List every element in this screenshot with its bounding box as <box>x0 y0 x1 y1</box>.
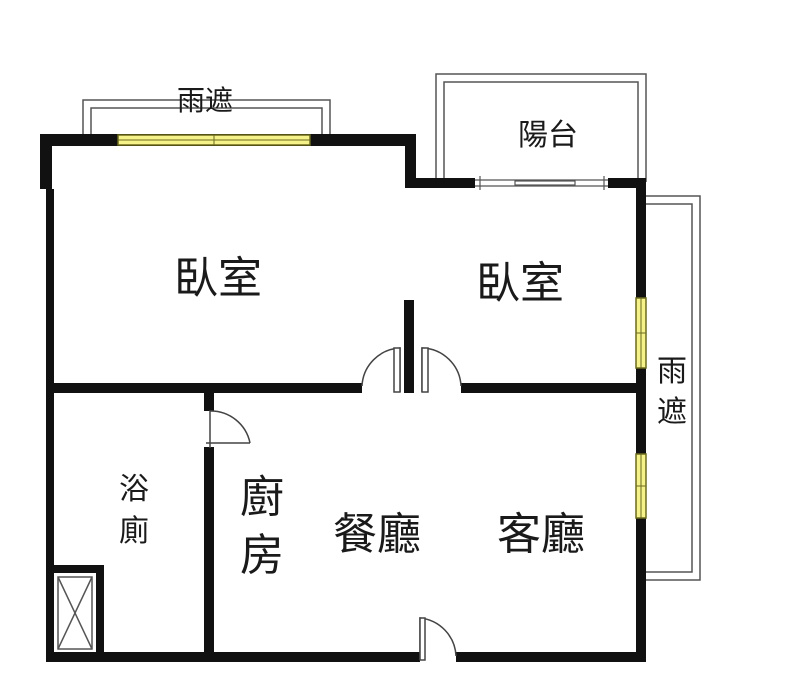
label-living: 客廳 <box>497 509 585 560</box>
canopy-right-outline <box>644 195 701 581</box>
label-bathroom-2: 廁 <box>119 514 149 549</box>
label-kitchen-2: 房 <box>240 530 284 581</box>
doors <box>206 347 462 661</box>
label-canopy-right-2: 遮 <box>657 395 687 430</box>
label-bathroom-1: 浴 <box>119 472 149 507</box>
label-canopy-top: 雨遮 <box>177 84 233 117</box>
label-bedroom-right: 臥室 <box>476 258 564 309</box>
interior-walls <box>54 300 641 657</box>
windows <box>117 134 647 519</box>
balcony-sliding-door <box>475 176 608 190</box>
label-canopy-right-1: 雨 <box>657 354 687 389</box>
door-bathroom <box>209 410 251 448</box>
balcony-outline <box>435 73 647 182</box>
canopy-top-outline <box>82 99 331 134</box>
exterior-walls <box>40 134 646 662</box>
label-balcony: 陽台 <box>518 118 578 153</box>
shower-box <box>57 576 93 650</box>
label-dining: 餐廳 <box>333 509 421 560</box>
label-kitchen-1: 廚 <box>240 472 284 523</box>
label-bedroom-left: 臥室 <box>174 253 262 304</box>
